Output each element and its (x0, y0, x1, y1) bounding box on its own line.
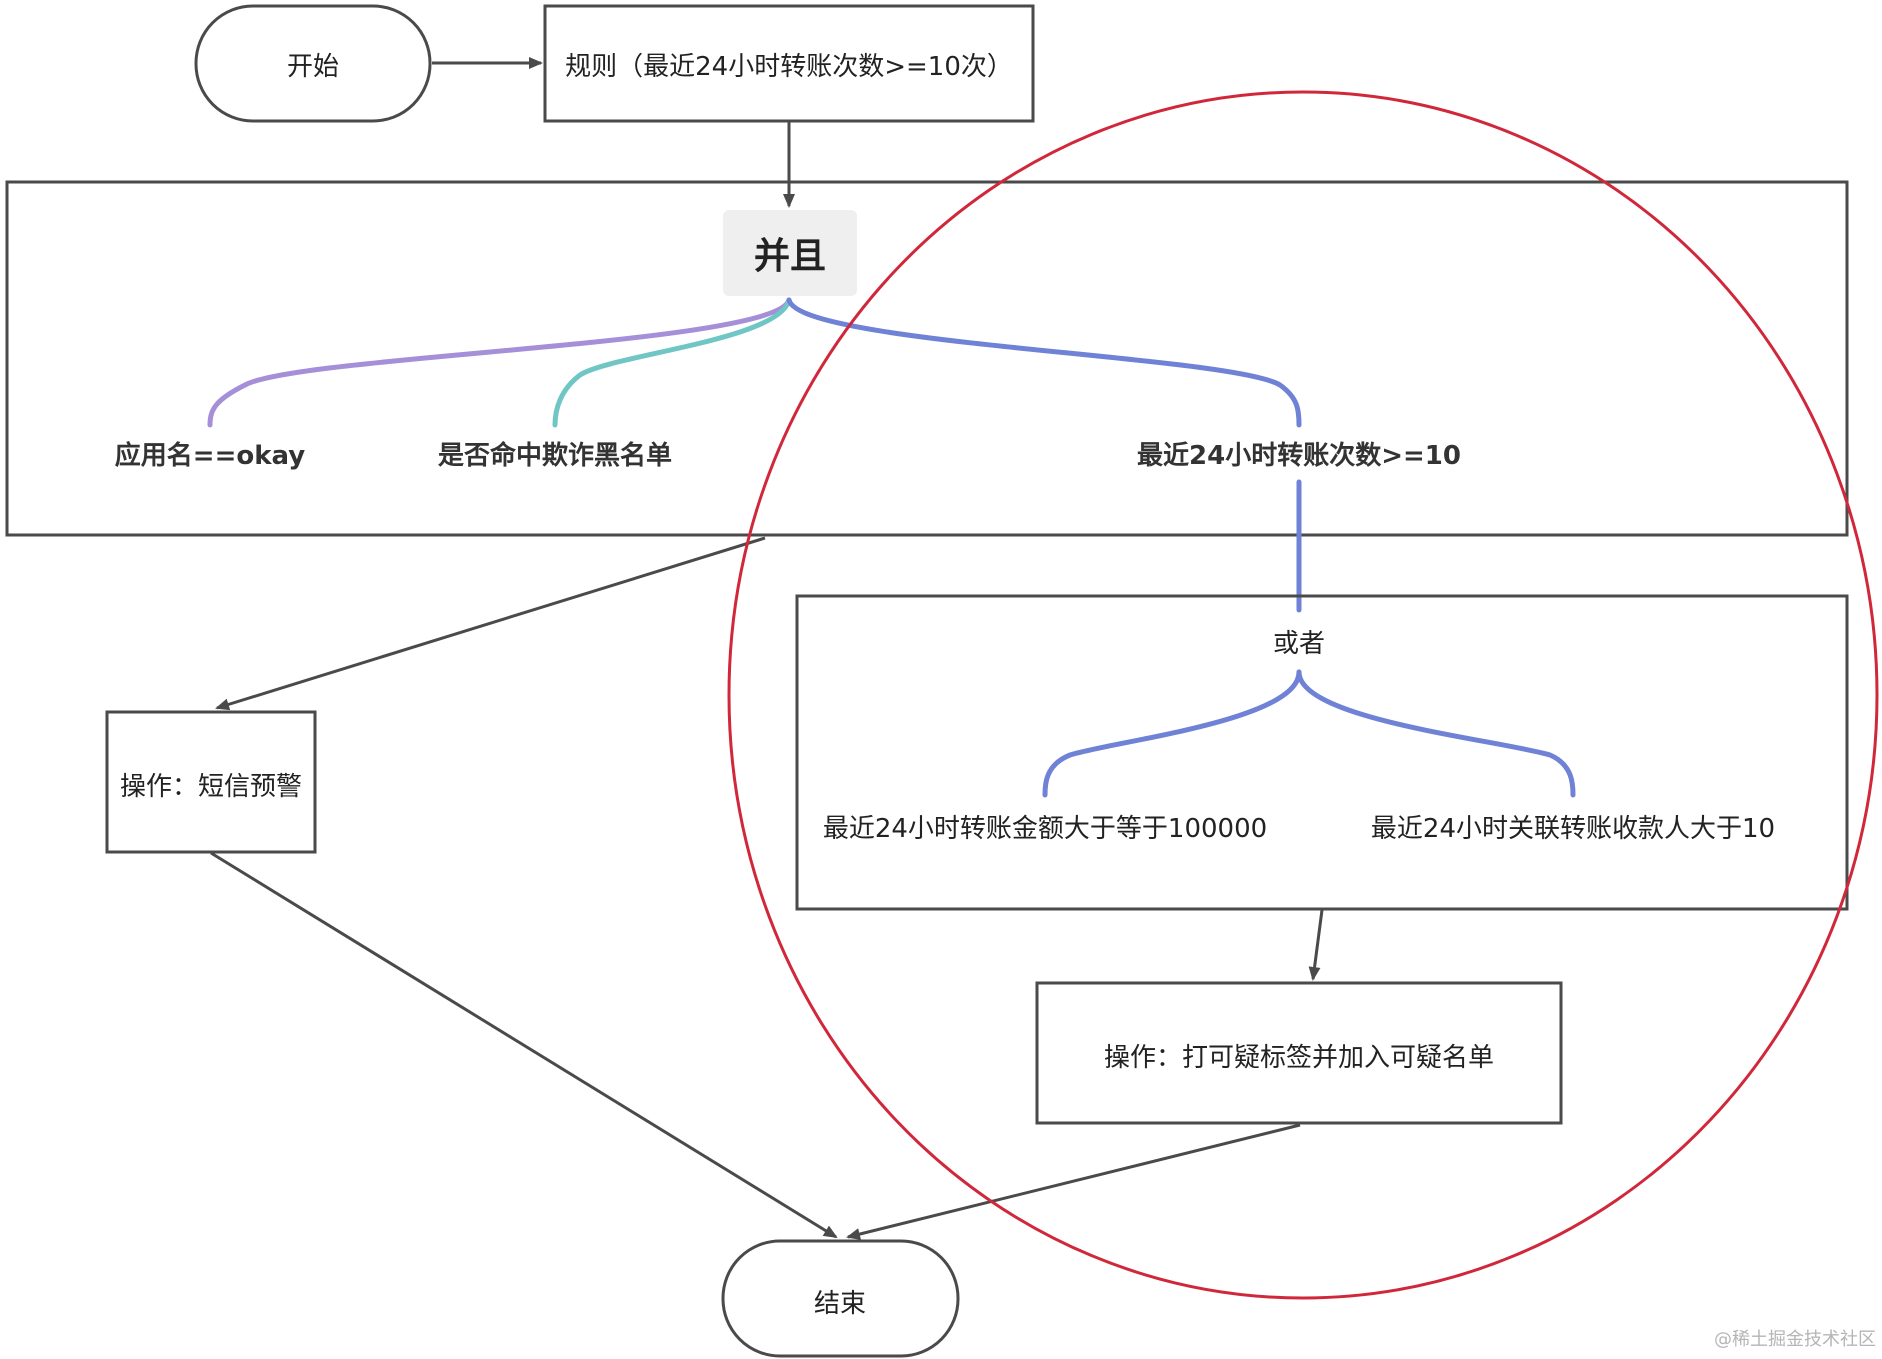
tag-action-box (1035, 981, 1563, 1125)
highlight-circle (727, 90, 1879, 1300)
branch-blue-to-count (786, 297, 1302, 428)
and-group-box (5, 180, 1849, 537)
condition-payee-count: 最近24小时关联转账收款人大于10 (1370, 814, 1776, 844)
or-operator: 或者 (1272, 629, 1326, 659)
arrow-sms-to-end (210, 851, 838, 1239)
condition-transfer-amount: 最近24小时转账金额大于等于100000 (822, 814, 1268, 844)
branch-purple-to-app (207, 297, 792, 428)
arrow-or-to-tag (1308, 909, 1324, 981)
end-label: 结束 (813, 1289, 867, 1319)
and-operator: 并且 (723, 210, 857, 296)
condition-fraud-blacklist: 是否命中欺诈黑名单 (437, 441, 673, 471)
sms-action-label: 操作：短信预警 (119, 772, 303, 802)
branch-blue-to-payee (1296, 669, 1576, 798)
or-group-box (795, 594, 1849, 911)
arrow-tag-to-end (846, 1123, 1301, 1240)
end-terminal (721, 1239, 960, 1358)
branch-teal-to-blacklist (552, 297, 792, 428)
rule-label: 规则（最近24小时转账次数>=10次） (565, 52, 1013, 82)
start-label: 开始 (286, 52, 340, 82)
sms-action-box (105, 710, 317, 854)
condition-transfer-count: 最近24小时转账次数>=10 (1137, 441, 1461, 471)
condition-app-name: 应用名==okay (114, 441, 306, 471)
start-terminal (194, 4, 432, 123)
branch-blue-to-amount (1042, 669, 1302, 798)
arrow-and-to-sms (215, 536, 766, 711)
tag-action-label: 操作：打可疑标签并加入可疑名单 (1103, 1043, 1495, 1073)
watermark: @稀土掘金技术社区 (1714, 1329, 1876, 1350)
rule-box (543, 4, 1035, 123)
